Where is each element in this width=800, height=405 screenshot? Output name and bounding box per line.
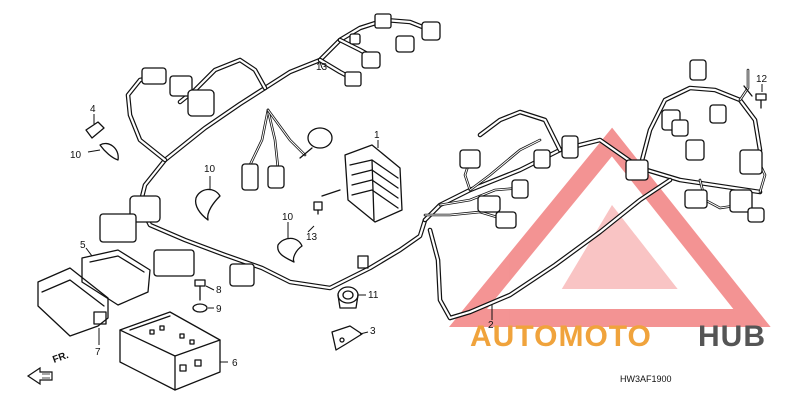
callout-8: 8 — [216, 285, 222, 296]
main-harness — [125, 17, 767, 321]
diagram-code: HW3AF1900 — [620, 374, 672, 384]
callout-2: 2 — [488, 320, 494, 331]
part-small-clip — [85, 121, 105, 139]
part-screw-13 — [313, 189, 341, 215]
part-cover — [81, 249, 151, 306]
part-bolt — [194, 279, 206, 301]
callout-12: 12 — [756, 74, 768, 85]
part-stay — [331, 325, 363, 351]
callout-10-left: 10 — [70, 150, 82, 161]
part-bracket — [37, 267, 109, 337]
watermark-text-hub: HUB — [698, 320, 766, 353]
callout-4: 4 — [90, 104, 96, 115]
watermark-text-automoto: AUTOMOTO — [470, 320, 652, 353]
callout-5: 5 — [80, 240, 86, 251]
callout-7: 7 — [95, 347, 101, 358]
callout-numbers: 1 2 3 4 5 6 7 8 9 10 10 10 11 12 13 13 — [70, 62, 768, 369]
front-label: FR. — [51, 350, 70, 366]
part-control-unit — [119, 311, 221, 391]
callout-13-top: 13 — [316, 62, 328, 73]
callout-9: 9 — [216, 304, 222, 315]
harness-band — [357, 255, 369, 269]
callout-1: 1 — [374, 130, 380, 141]
front-direction-marker: FR. — [26, 350, 70, 386]
watermark-logo-triangle — [449, 127, 771, 327]
part-regulator-rectifier — [344, 144, 403, 223]
part-clip — [99, 142, 303, 263]
part-screw-12 — [743, 85, 767, 109]
harness-connectors — [99, 13, 765, 287]
part-grommet — [337, 286, 359, 309]
callout-3: 3 — [370, 326, 376, 337]
callout-11: 11 — [368, 290, 379, 301]
callout-10-middle: 10 — [204, 164, 216, 175]
leader-lines — [85, 61, 763, 363]
watermark-logo-text: AUTOMOTO HUB — [470, 320, 766, 353]
callout-6: 6 — [232, 358, 238, 369]
callout-10-right: 10 — [282, 212, 294, 223]
callout-13-bottom: 13 — [306, 232, 318, 243]
part-washer — [192, 303, 208, 313]
